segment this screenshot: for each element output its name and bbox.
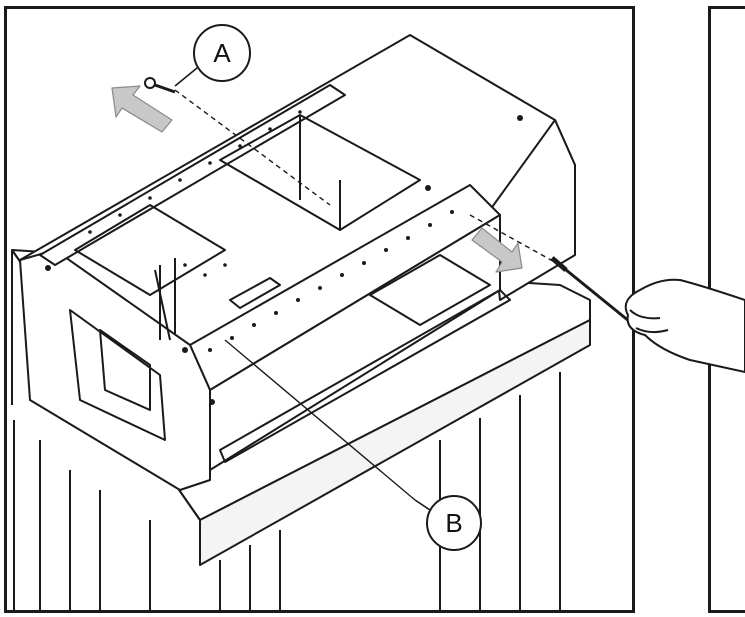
callout-b [414, 495, 482, 551]
removal-arrow-icon [111, 85, 523, 273]
chassis [19, 34, 576, 491]
callout-label-b: B [445, 508, 462, 538]
hand-icon [624, 278, 745, 373]
callout-label-a: A [213, 38, 231, 68]
callout-a [174, 24, 251, 87]
screw-icon [144, 77, 176, 94]
